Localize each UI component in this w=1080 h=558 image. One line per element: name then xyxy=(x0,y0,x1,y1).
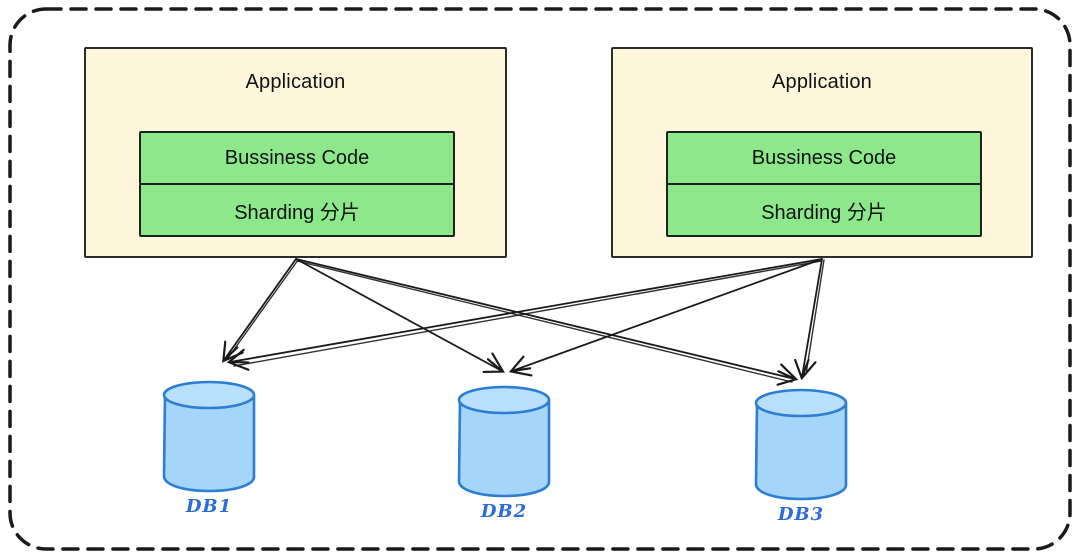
application-2-layers: Bussiness Code Sharding 分片 xyxy=(666,131,982,237)
application-box-2: Application Bussiness Code Sharding 分片 xyxy=(611,47,1033,258)
application-2-title: Application xyxy=(771,71,873,93)
application-1-title: Application xyxy=(245,71,346,93)
edge-app1-db1-sketch xyxy=(227,259,299,359)
database-db1: DB1 xyxy=(159,377,259,517)
edge-app2-db1-sketch xyxy=(233,260,822,367)
db1-label: DB1 xyxy=(185,496,233,517)
layer-business-code: Bussiness Code xyxy=(139,131,455,185)
edge-app2-db3 xyxy=(794,258,823,381)
edge-app1-db3 xyxy=(295,258,799,386)
database-cylinder-icon xyxy=(457,385,551,498)
edge-app2-db3-sketch xyxy=(805,259,825,375)
edge-app1-db1 xyxy=(222,258,297,363)
edge-app2-db1 xyxy=(226,258,823,371)
application-box-1: Application Bussiness Code Sharding 分片 xyxy=(84,47,507,258)
database-db3: DB3 xyxy=(751,385,851,525)
database-cylinder-icon xyxy=(162,380,256,493)
database-cylinder-icon xyxy=(754,388,848,501)
application-1-layers: Bussiness Code Sharding 分片 xyxy=(139,131,455,237)
db2-label: DB2 xyxy=(480,501,528,522)
edge-app1-db2 xyxy=(295,258,505,374)
db3-label: DB3 xyxy=(777,504,825,525)
layer-sharding: Sharding 分片 xyxy=(139,183,455,237)
database-db2: DB2 xyxy=(454,382,554,522)
edge-app2-db2 xyxy=(508,258,823,377)
edge-app1-db3-sketch xyxy=(296,260,793,383)
layer-sharding: Sharding 分片 xyxy=(666,183,982,237)
layer-business-code: Bussiness Code xyxy=(666,131,982,185)
